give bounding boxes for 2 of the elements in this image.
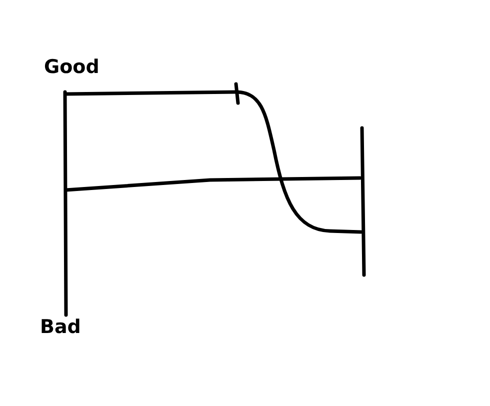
axis-end-label: Good — [44, 56, 100, 78]
axis-end-label: Bad — [40, 316, 81, 338]
